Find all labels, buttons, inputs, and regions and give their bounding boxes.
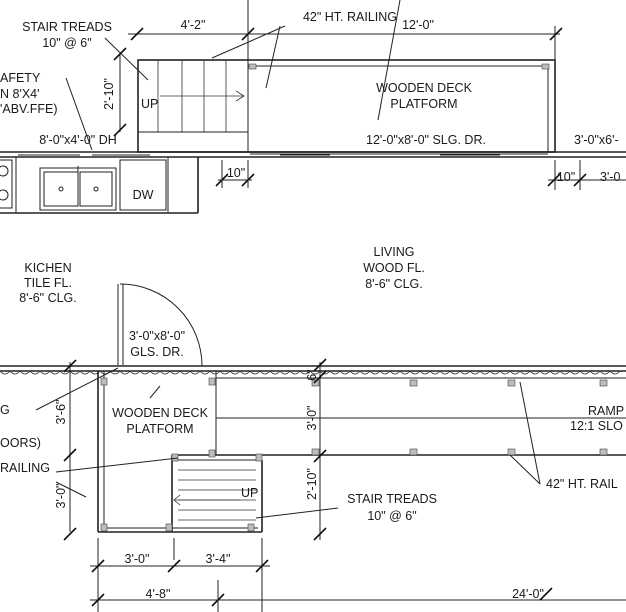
- lower-dim-bottom-a: 3'-0": [125, 552, 150, 566]
- upper-stair-spec: 10" @ 6": [42, 36, 91, 50]
- left-fragment-3: RAILING: [0, 461, 50, 475]
- upper-deck-label-2: PLATFORM: [390, 97, 457, 111]
- sliding-door-label: 12'-0"x8'-0" SLG. DR.: [366, 133, 486, 147]
- lower-dim-deck-depth: 3'-6": [54, 400, 68, 425]
- kitchen-label-2: TILE FL.: [24, 276, 72, 290]
- upper-dim-wall-left: 10": [227, 166, 245, 180]
- lower-dim-wall: 6": [305, 369, 319, 380]
- upper-deck: STAIR TREADS 10" @ 6" 4'-2" 42" HT. RAIL…: [0, 0, 626, 190]
- upper-deck-label: WOODEN DECK: [376, 81, 473, 95]
- safety-note-3: 'ABV.FFE): [0, 102, 58, 116]
- lower-stair-spec: 10" @ 6": [367, 509, 416, 523]
- glass-door-label-1: 3'-0"x8'-0": [129, 329, 185, 343]
- upper-dim-top-left: 4'-2": [181, 18, 206, 32]
- lower-dim-stair-left: 3'-0": [54, 484, 68, 509]
- lower-deck-label-2: PLATFORM: [126, 422, 193, 436]
- ramp-label-2: 12:1 SLO: [570, 419, 623, 433]
- living-label-1: LIVING: [374, 245, 415, 259]
- kitchen-label-3: 8'-6" CLG.: [19, 291, 77, 305]
- lower-deck: WOODEN DECK PLATFORM RAMP 12:1 SLO STAIR…: [0, 358, 626, 612]
- upper-dim-stair-depth: 2'-10": [102, 78, 116, 110]
- ramp-label-1: RAMP: [588, 404, 624, 418]
- living-label-2: WOOD FL.: [363, 261, 425, 275]
- upper-dim-top-right: 12'-0": [402, 18, 434, 32]
- living-label-3: 8'-6" CLG.: [365, 277, 423, 291]
- dishwasher-label: DW: [133, 188, 154, 202]
- left-fragment-2: OORS): [0, 436, 41, 450]
- window-label: 8'-0"x4'-0" DH: [39, 133, 117, 147]
- lower-dim-ramp-width: 3'-0": [305, 406, 319, 431]
- lower-dim-bottom-right: 24'-0": [512, 587, 544, 601]
- safety-note-2: N 8'X4': [0, 87, 40, 101]
- lower-railing-label: 42" HT. RAIL: [546, 477, 618, 491]
- lower-up-label: UP: [241, 486, 258, 500]
- upper-railing-label: 42" HT. RAILING: [303, 10, 397, 24]
- safety-note-1: AFETY: [0, 71, 41, 85]
- lower-stair-label: STAIR TREADS: [347, 492, 437, 506]
- upper-up-label: UP: [141, 97, 158, 111]
- left-fragment-1: G: [0, 403, 10, 417]
- glass-door-label-2: GLS. DR.: [130, 345, 184, 359]
- upper-dim-right-partial: 3'-0: [600, 170, 621, 184]
- lower-deck-label: WOODEN DECK: [112, 406, 209, 420]
- upper-stair-label: STAIR TREADS: [22, 20, 112, 34]
- kitchen-label-1: KICHEN: [24, 261, 71, 275]
- interior: DW KICHEN TILE FL. 8'-6" CLG. LIVING WOO…: [0, 157, 425, 367]
- lower-dim-stair-run: 2'-10": [305, 468, 319, 500]
- lower-dim-bottom-b: 3'-4": [206, 552, 231, 566]
- right-door-label: 3'-0"x6'-: [574, 133, 619, 147]
- lower-dim-bottom-total: 4'-8": [146, 587, 171, 601]
- upper-dim-wall-right: 10": [557, 170, 575, 184]
